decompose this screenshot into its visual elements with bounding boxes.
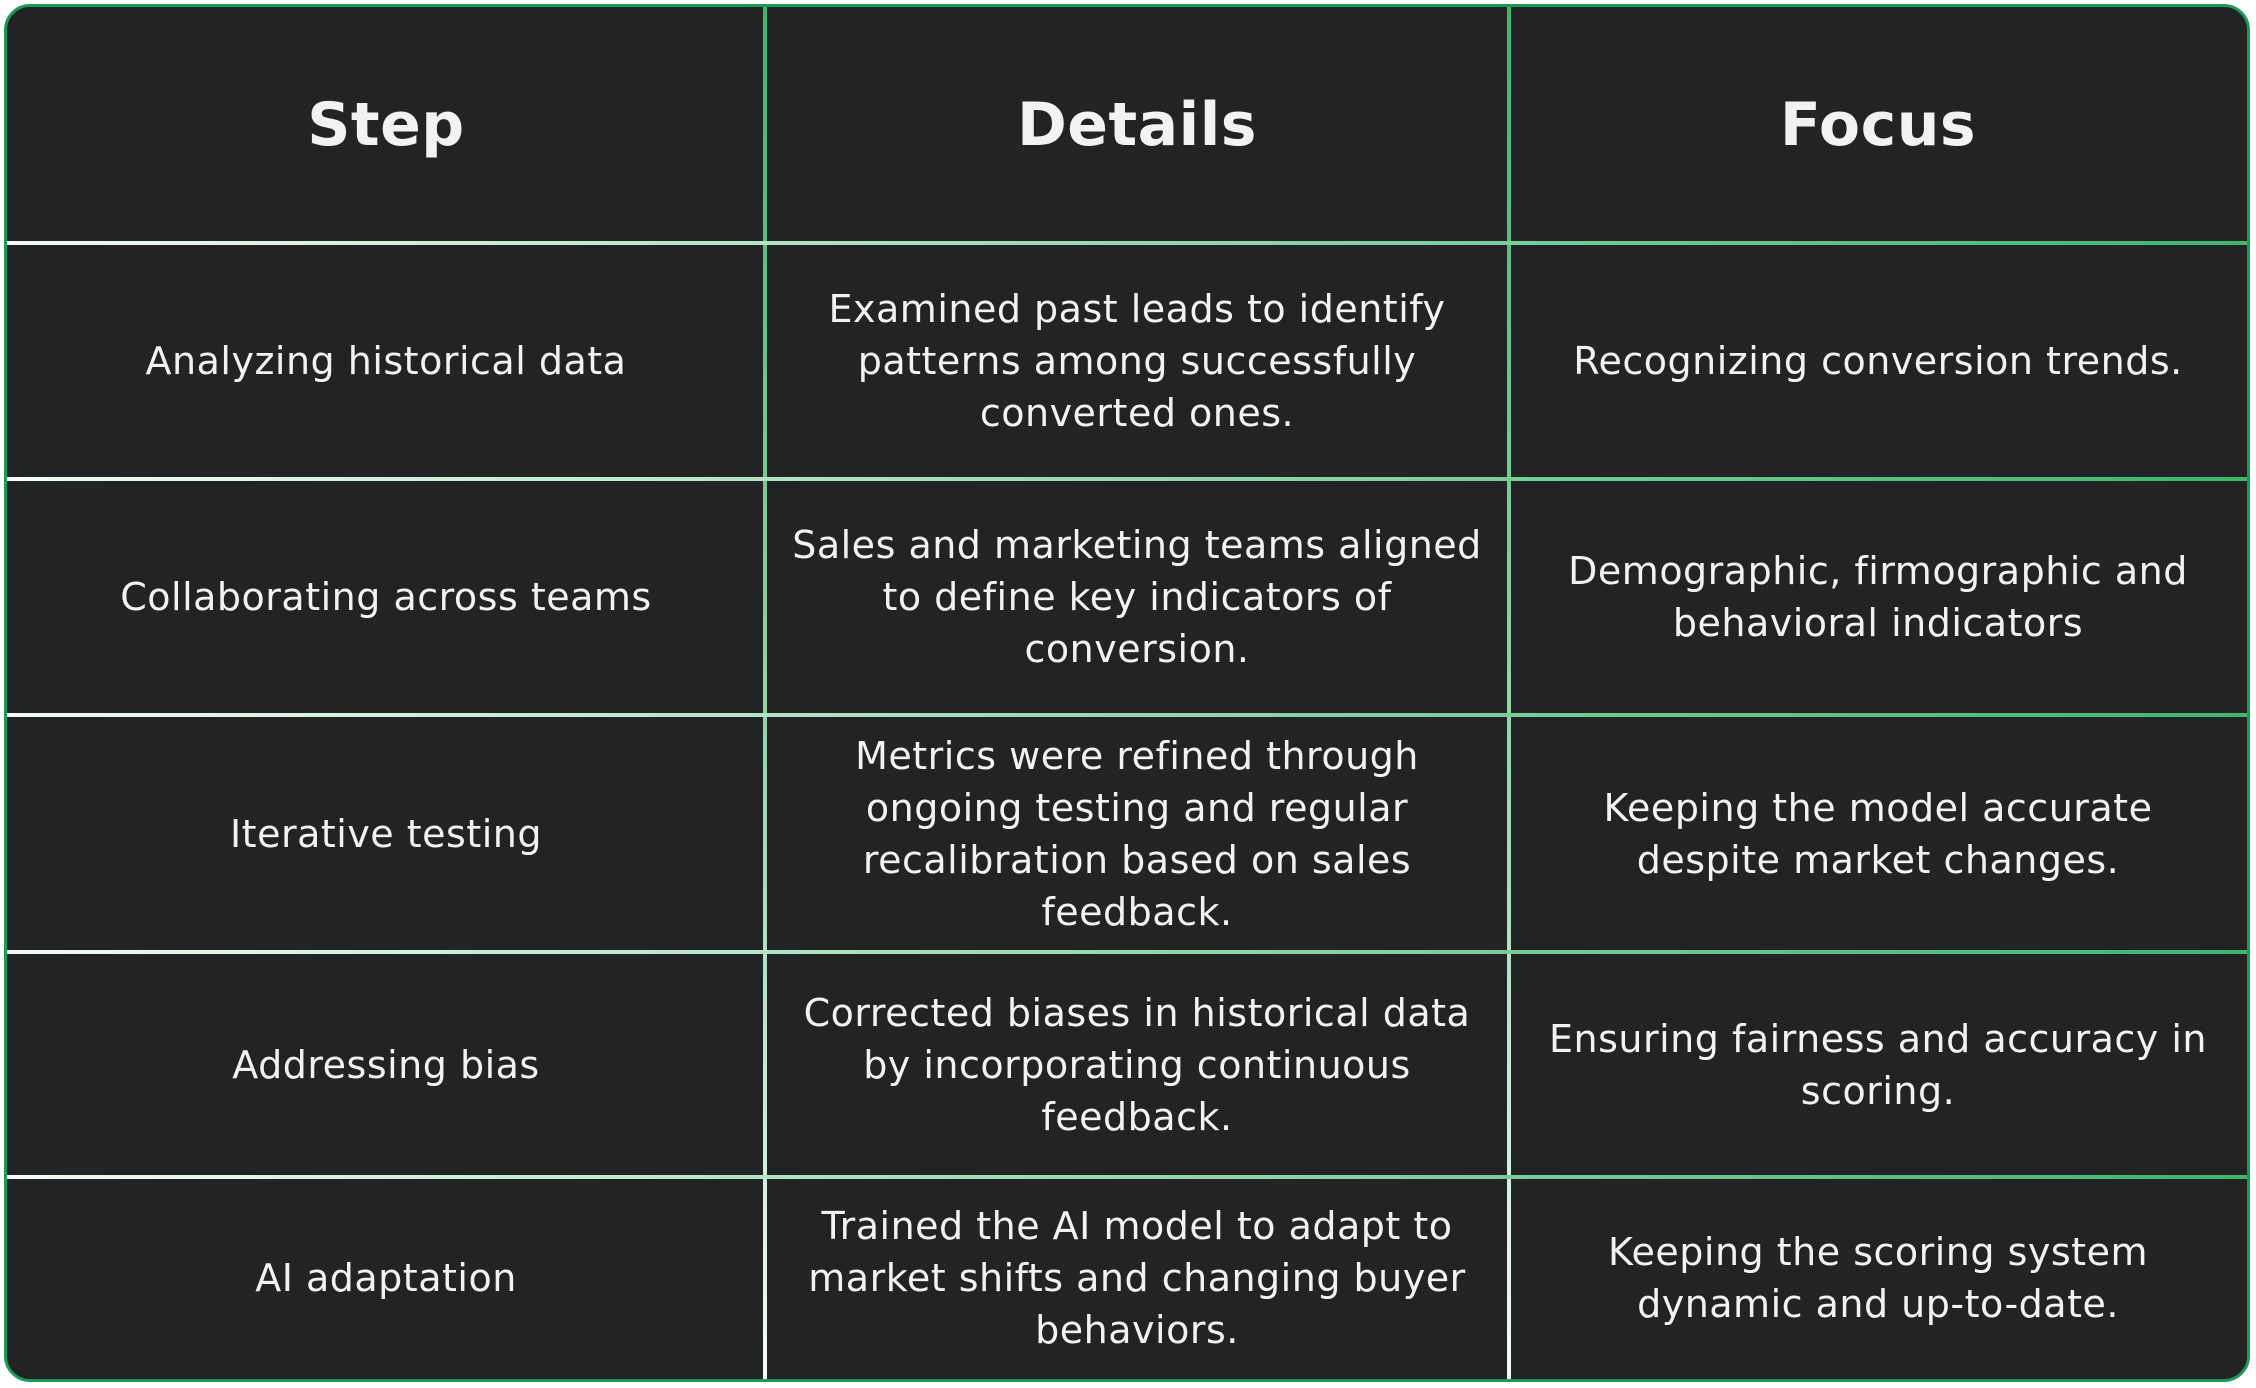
cell-focus: Keeping the scoring system dynamic and u… [1608,1230,2148,1326]
cell-focus: Ensuring fairness and accuracy in scorin… [1549,1016,2207,1113]
cell-details: Sales and marketing teams aligned to def… [792,523,1482,671]
cell-step: Iterative testing [229,811,543,856]
table-grid: Step Details Focus Analyzing historical … [7,7,2247,1379]
cell-step: Analyzing historical data [145,339,627,383]
cell-step: AI adaptation [255,1256,517,1300]
cell-focus: Demographic, firmographic and behavioral… [1568,549,2188,645]
cell-details: Trained the AI model to adapt to market … [808,1204,1466,1352]
cell-focus: Recognizing conversion trends. [1573,339,2183,383]
header-focus: Focus [1779,90,1977,160]
cell-step: Addressing bias [232,1042,540,1087]
process-table: Step Details Focus Analyzing historical … [4,4,2250,1382]
header-step: Step [307,90,465,160]
cell-details: Examined past leads to identify patterns… [828,287,1446,435]
cell-details: Metrics were refined through ongoing tes… [855,733,1419,934]
cell-details: Corrected biases in historical data by i… [803,990,1471,1139]
cell-step: Collaborating across teams [120,575,652,619]
header-details: Details [1016,90,1257,160]
cell-focus: Keeping the model accurate despite marke… [1603,785,2153,882]
